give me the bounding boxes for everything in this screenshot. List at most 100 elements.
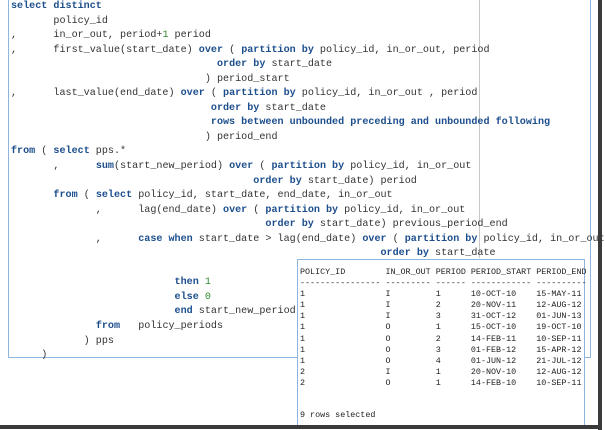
result-cell: 1 — [435, 322, 471, 333]
column-header: POLICY_ID — [300, 267, 386, 277]
result-row: 2 I 1 20-NOV-10 12-AUG-12 — [300, 367, 587, 378]
sql-text: policy_id, in_or_out, period — [313, 44, 490, 56]
sql-text: ( — [223, 44, 242, 56]
sql-keyword: rows between unbounded preceding and unb… — [210, 117, 551, 129]
sql-keyword: partition by — [223, 88, 296, 100]
sql-text: ( — [386, 233, 405, 245]
sql-text: policy_id, in_or_out — [338, 204, 466, 216]
sql-keyword: from — [95, 321, 121, 333]
result-cell: 20-NOV-10 — [470, 366, 537, 377]
sql-text: ) — [11, 350, 48, 362]
code-line: ) — [11, 349, 605, 364]
sql-keyword: over — [180, 88, 205, 100]
rows-selected-status: 9 rows selected — [300, 410, 376, 420]
code-line: , in_or_out, period+1 period — [11, 29, 605, 44]
result-cell: 1 — [435, 377, 471, 388]
sql-keyword: select — [95, 190, 133, 202]
code-line: policy_id — [11, 15, 605, 30]
result-cell: 3 — [435, 344, 471, 355]
sql-text: ) period_end — [11, 131, 278, 143]
result-row: 1 I 1 10-OCT-10 15-MAY-11 — [300, 289, 587, 300]
result-cell: I — [385, 300, 436, 311]
sql-text: pps.* — [89, 146, 127, 158]
result-cell: 10-SEP-11 — [536, 333, 587, 344]
result-row: 1 I 2 20-NOV-11 12-AUG-12 — [300, 300, 587, 311]
sql-text: , in_or_out, period+ — [11, 30, 163, 42]
sql-keyword: from — [11, 146, 36, 158]
sql-keyword: order by — [216, 59, 266, 71]
result-row: 2 O 1 14-FEB-10 10-SEP-11 — [300, 378, 587, 389]
column-header: PERIOD_START — [470, 267, 537, 277]
sql-text: start_new_period — [192, 306, 296, 318]
sql-text — [11, 321, 96, 332]
sql-text — [11, 306, 175, 317]
sql-text: policy_id, in_or_out — [344, 161, 472, 173]
result-cell: 1 — [435, 289, 471, 300]
sql-text: start_date — [428, 248, 496, 260]
result-cell: 31-OCT-12 — [470, 311, 537, 322]
sql-text: start_date > lag(end_date) — [192, 233, 363, 245]
sql-text: ) pps — [11, 335, 114, 347]
sql-text: policy_id, in_or_out , period — [295, 88, 478, 100]
result-cell: 1 — [435, 366, 471, 377]
sql-keyword: order by — [380, 248, 429, 260]
code-line: , sum(start_new_period) over ( partition… — [11, 160, 605, 175]
sql-text: policy_id — [11, 15, 108, 27]
code-line: else 0 — [11, 291, 605, 306]
sql-number: 0 — [204, 291, 211, 303]
code-line: order by start_date — [11, 102, 605, 117]
sql-text — [11, 103, 211, 114]
result-cell: 15-OCT-10 — [470, 322, 537, 333]
window-shadow-right — [598, 0, 602, 430]
sql-text — [11, 219, 265, 230]
result-cell: 21-JUL-12 — [536, 355, 587, 366]
result-cell: O — [385, 377, 436, 388]
sql-keyword: else — [174, 291, 199, 303]
sql-text: start_date — [265, 59, 333, 71]
result-cell: 10-OCT-10 — [470, 289, 537, 300]
code-line: rows between unbounded preceding and unb… — [11, 116, 605, 131]
sql-text — [11, 292, 175, 303]
result-table: POLICY_ID IN_OR_OUT PERIOD PERIOD_START … — [300, 267, 587, 389]
code-line: order by start_date) period — [11, 175, 605, 190]
sql-text — [11, 176, 253, 187]
result-cell: 12-AUG-12 — [536, 300, 587, 311]
result-cell: 15-APR-12 — [536, 344, 587, 355]
result-row: 1 O 3 01-FEB-12 15-APR-12 — [300, 345, 587, 356]
result-cell: 2 — [435, 300, 471, 311]
result-cell: 01-JUN-13 — [536, 311, 587, 322]
sql-number: 1 — [204, 277, 211, 289]
query-result-panel: POLICY_ID IN_OR_OUT PERIOD PERIOD_START … — [297, 259, 587, 427]
result-row: 1 O 1 15-OCT-10 19-OCT-10 — [300, 322, 587, 333]
sql-text: , — [11, 161, 96, 173]
sql-editor-panel[interactable]: select distinct policy_id, in_or_out, pe… — [8, 0, 605, 361]
sql-text: policy_id, start_date, end_date, in_or_o… — [132, 190, 393, 202]
sql-text: , last_value(end_date) — [11, 88, 181, 100]
code-line: from ( select policy_id, start_date, end… — [11, 189, 605, 204]
result-cell: O — [385, 333, 436, 344]
sql-text — [11, 277, 175, 288]
sql-text — [11, 248, 381, 259]
sql-keyword: order by — [265, 219, 314, 231]
code-line: order by start_date) previous_period_end — [11, 218, 605, 233]
sql-code[interactable]: select distinct policy_id, in_or_out, pe… — [11, 0, 605, 364]
result-header-row: POLICY_ID IN_OR_OUT PERIOD PERIOD_START … — [300, 267, 587, 278]
result-cell: 1 — [300, 289, 386, 300]
column-header: PERIOD — [435, 267, 471, 277]
code-line: ) pps — [11, 335, 605, 350]
result-cell: 01-JUN-12 — [470, 355, 537, 366]
sql-text — [11, 190, 53, 201]
result-cell: 1 — [300, 311, 386, 322]
sql-text — [11, 117, 211, 128]
result-cell: 1 — [300, 322, 386, 333]
result-cell: 3 — [435, 311, 471, 322]
sql-keyword: from — [53, 190, 78, 202]
result-separator: ---------------- --------- ------ ------… — [300, 278, 587, 289]
code-line: select distinct — [11, 0, 605, 15]
result-cell: 1 — [300, 344, 386, 355]
code-line: ) period_end — [11, 131, 605, 146]
code-line: then 1 — [11, 276, 605, 291]
sql-text: ( — [35, 146, 54, 158]
sql-text: ( — [247, 204, 266, 216]
result-cell: 19-OCT-10 — [536, 322, 587, 333]
